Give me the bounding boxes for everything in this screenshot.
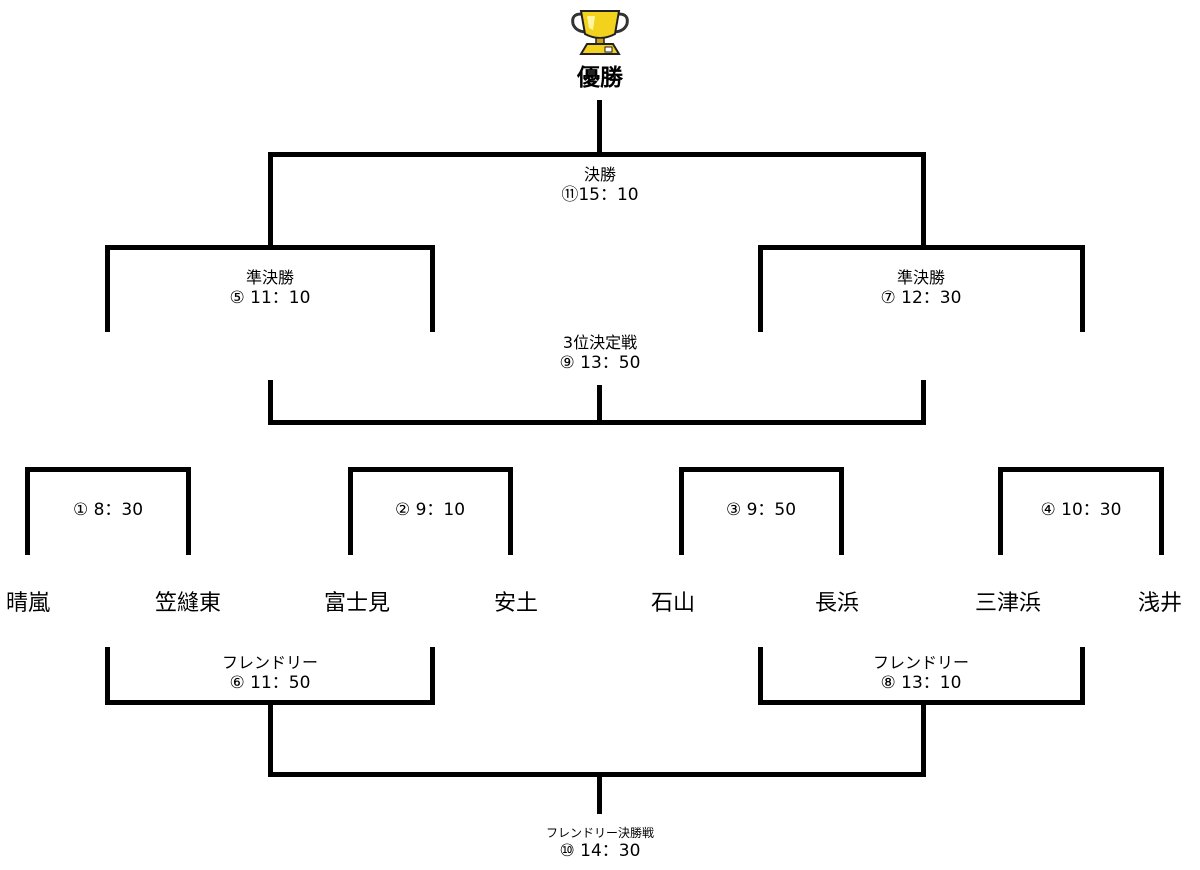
semifinal-right-bar	[758, 245, 1085, 250]
semifinal-left-match: 準決勝 ⑤ 11：10	[170, 268, 370, 309]
semifinal-left-bar	[105, 245, 435, 250]
friendly-final-match: フレンドリー決勝戦 ⑩ 14：30	[500, 826, 700, 862]
champion-label: 優勝	[577, 65, 623, 91]
round1-match3-drop-a	[679, 467, 684, 555]
third-place-time: ⑨ 13：50	[559, 353, 641, 373]
final-time: ⑪15：10	[561, 185, 639, 205]
team-seiran: 晴嵐	[5, 591, 50, 616]
round1-match2-time: ② 9：10	[394, 500, 466, 520]
team-nagahama: 長浜	[814, 591, 859, 616]
friendly-right-drop-a	[758, 647, 763, 705]
friendly-left-label: フレンドリー	[221, 653, 318, 672]
third-place-center-rise	[597, 385, 602, 425]
third-place-left-rise	[268, 380, 273, 425]
round1-match4-drop-a	[998, 467, 1003, 555]
semifinal-right-match: 準決勝 ⑦ 12：30	[821, 268, 1021, 309]
third-place-right-rise	[921, 380, 926, 425]
round1-match3-bar	[679, 467, 844, 472]
semifinal-left-time: ⑤ 11：10	[229, 288, 311, 308]
final-right-drop	[921, 152, 926, 250]
friendly-left-drop-a	[105, 647, 110, 705]
semifinal-right-drop-b	[1080, 245, 1085, 332]
team-mitsuhama: 三津浜	[974, 591, 1041, 616]
final-bar	[268, 152, 926, 157]
round1-match1-drop-b	[186, 467, 191, 555]
friendly-right-label: フレンドリー	[872, 653, 969, 672]
friendly-left-time: ⑥ 11：50	[229, 673, 311, 693]
semifinal-right-drop-a	[758, 245, 763, 332]
round1-match2-drop-b	[508, 467, 513, 555]
semifinal-left-label: 準決勝	[245, 268, 294, 287]
round1-match4-drop-b	[1159, 467, 1164, 555]
final-left-drop	[268, 152, 273, 250]
team-ishiyama: 石山	[650, 591, 695, 616]
friendly-final-connector	[597, 772, 602, 814]
friendly-final-left-drop	[268, 700, 273, 777]
round1-match2-drop-a	[348, 467, 353, 555]
team-kasanui-higashi: 笠縫東	[154, 591, 221, 616]
friendly-final-label: フレンドリー決勝戦	[545, 826, 654, 840]
semifinal-left-drop-a	[105, 245, 110, 332]
friendly-right-time: ⑧ 13：10	[880, 673, 962, 693]
friendly-right-drop-b	[1080, 647, 1085, 705]
friendly-final-time: ⑩ 14：30	[559, 841, 641, 861]
round1-match3-drop-b	[839, 467, 844, 555]
round1-match1-time: ① 8：30	[72, 500, 144, 520]
round1-match4-time: ④ 10：30	[1040, 500, 1122, 520]
third-place-match: 3位決定戦 ⑨ 13：50	[500, 333, 700, 374]
team-azuchi: 安土	[493, 591, 538, 616]
round1-match1-drop-a	[25, 467, 30, 555]
third-place-bar	[268, 420, 926, 425]
champion-connector	[597, 100, 602, 156]
round1-match2-bar	[348, 467, 513, 472]
team-azai: 浅井	[1137, 591, 1182, 616]
final-label: 決勝	[583, 165, 616, 184]
round1-match4-bar	[998, 467, 1164, 472]
semifinal-right-time: ⑦ 12：30	[880, 288, 962, 308]
trophy-icon	[571, 10, 629, 55]
friendly-right-match: フレンドリー ⑧ 13：10	[821, 653, 1021, 694]
semifinal-left-drop-b	[430, 245, 435, 332]
semifinal-right-label: 準決勝	[896, 268, 945, 287]
round1-match3-time: ③ 9：50	[725, 500, 797, 520]
round1-match1-bar	[25, 467, 191, 472]
team-fujimi: 富士見	[323, 591, 390, 616]
final-match: 決勝 ⑪15：10	[500, 165, 700, 206]
friendly-left-match: フレンドリー ⑥ 11：50	[170, 653, 370, 694]
friendly-final-right-drop	[921, 700, 926, 777]
friendly-left-drop-b	[430, 647, 435, 705]
third-place-label: 3位決定戦	[562, 333, 638, 352]
